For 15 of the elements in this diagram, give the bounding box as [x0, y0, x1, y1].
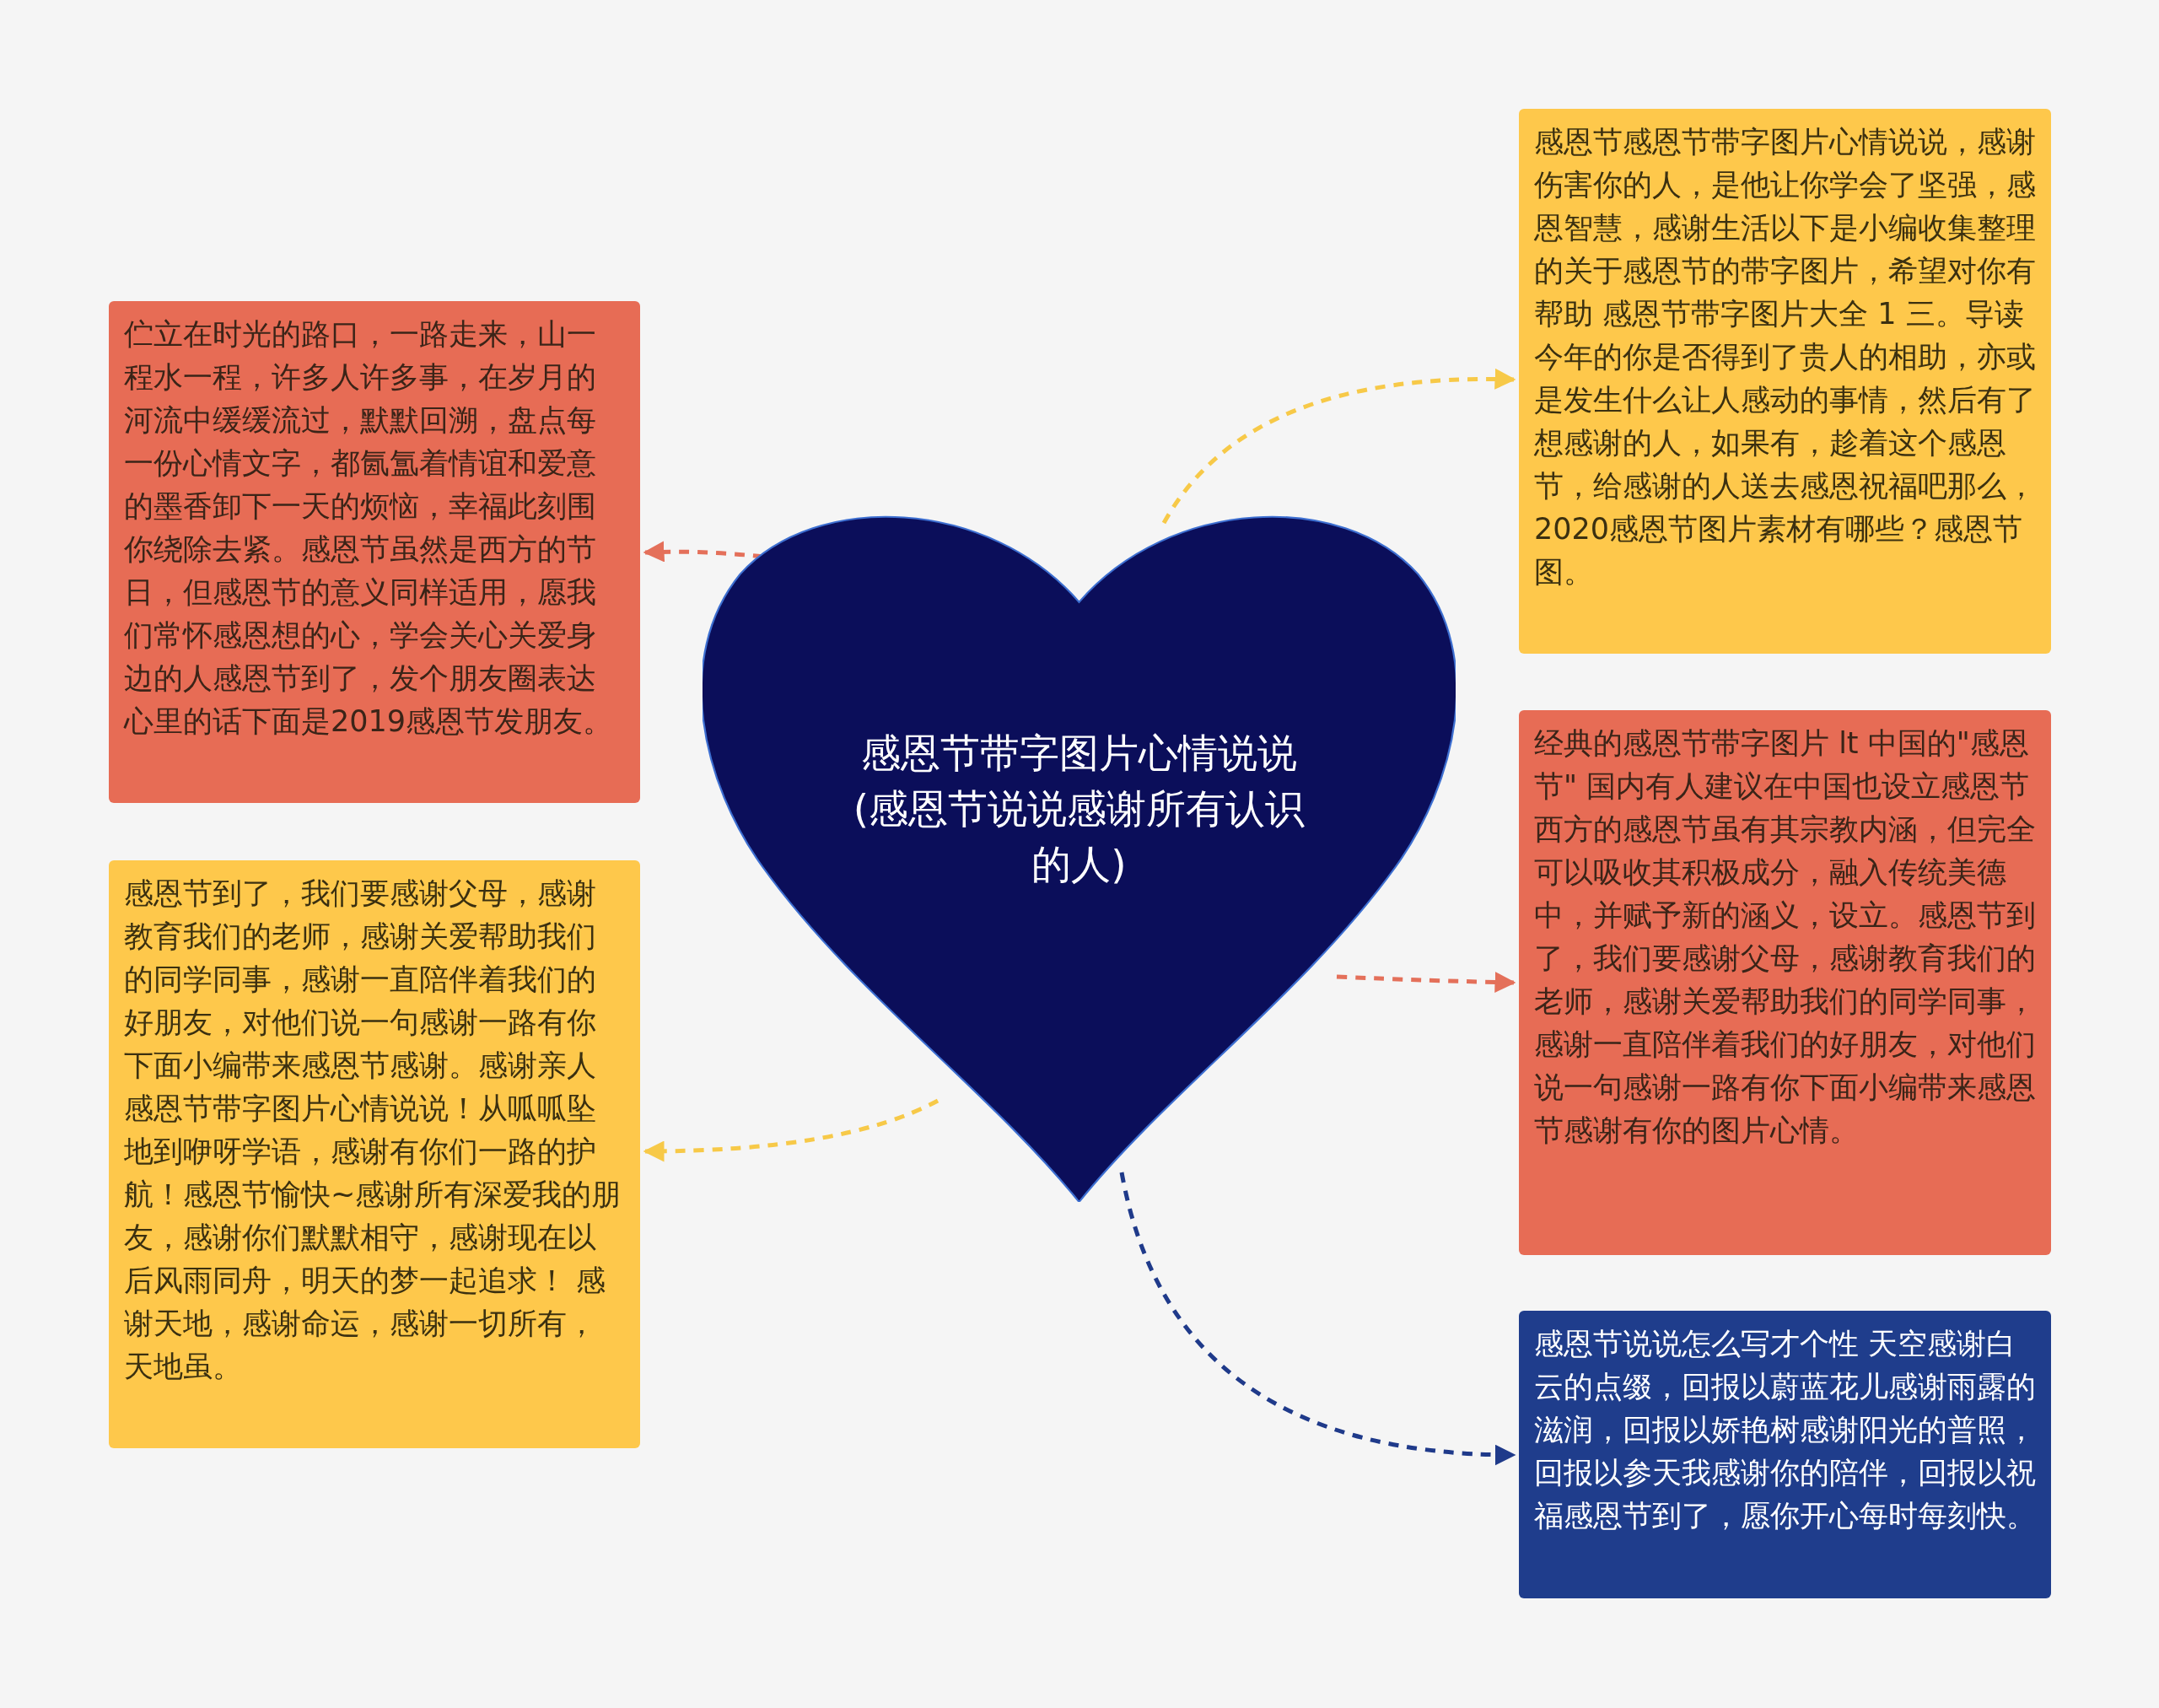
dashed-arrow: [1119, 1172, 1516, 1465]
topic-card: [1519, 109, 2051, 654]
topic-text: 伫立在时光的路口，一路走来，山一程水一程，许多人许多事，在岁月的河流中缓缓流过，默默回溯，盘点每一份心情文字，都氤氲着情谊和爱意的墨香卸下一天的烦恼，幸福此刻围你绕除去紧。感恩节虽然是西方的节日，但感恩节的意义同样适用，愿我们常怀感恩想的心，学会关心关爱身边的人感恩节到了，发个朋友圈表达心里的话下面是2019感恩节发朋友。: [124, 316, 614, 740]
topic-card: [109, 301, 640, 803]
dashed-arrow: [1336, 972, 1516, 993]
topic-text: 感恩节感恩节带字图片心情说说，感谢伤害你的人，是他让你学会了坚强，感恩智慧，感谢生活以下是小编收集整理的关于感恩节的带字图片，希望对你有帮助 感恩节带字图片大全 1 三。导读今年的你是否得到了贵人的相助，亦或是发生什么让人感动的事情，然后有了想感谢的人，如果有，趁着这个感恩节，给感谢的人送去感恩祝福吧那么，2020感恩节图片素材有哪些？感恩节图。: [1534, 124, 2036, 590]
topic-card: [1519, 710, 2051, 1255]
topic-text: 感恩节到了，我们要感谢父母，感谢教育我们的老师，感谢关爱帮助我们的同学同事，感谢一直陪伴着我们的好朋友，对他们说一句感谢一路有你下面小编带来感恩节感谢。感谢亲人感恩节带字图片心情说说！从呱呱坠地到咿呀学语，感谢有你们一路的护航！感恩节愉快~感谢所有深爱我的朋友，感谢你们默默相守，感谢现在以后风雨同舟，明天的梦一起追求！ 感谢天地，感谢命运，感谢一切所有，天地虽。: [124, 876, 622, 1385]
dashed-arrow: [643, 1098, 940, 1162]
topic-card: [1519, 1311, 2051, 1598]
dashed-arrow: [1161, 369, 1516, 525]
central-topic: 感恩节带字图片心情说说(感恩节说说感谢所有认识的人): [852, 729, 1306, 889]
topic-card: [109, 860, 640, 1448]
topic-text: 感恩节说说怎么写才个性 天空感谢白云的点缀，回报以蔚蓝花儿感谢雨露的滋润，回报以娇艳树感谢阳光的普照，回报以参天我感谢你的陪伴，回报以祝福感恩节到了，愿你开心每时每刻快。: [1534, 1326, 2036, 1534]
topic-text: 经典的感恩节带字图片 lt 中国的"感恩节" 国内有人建议在中国也设立感恩节西方的感恩节虽有其宗教内涵，但完全可以吸收其积极成分，融入传统美德中，并赋予新的涵义，设立。感恩节到了，我们要感谢父母，感谢教育我们的老师，感谢关爱帮助我们的同学同事，感谢一直陪伴着我们的好朋友，对他们说一句感谢一路有你下面小编带来感恩节感谢有你的图片心情。: [1534, 725, 2036, 1149]
